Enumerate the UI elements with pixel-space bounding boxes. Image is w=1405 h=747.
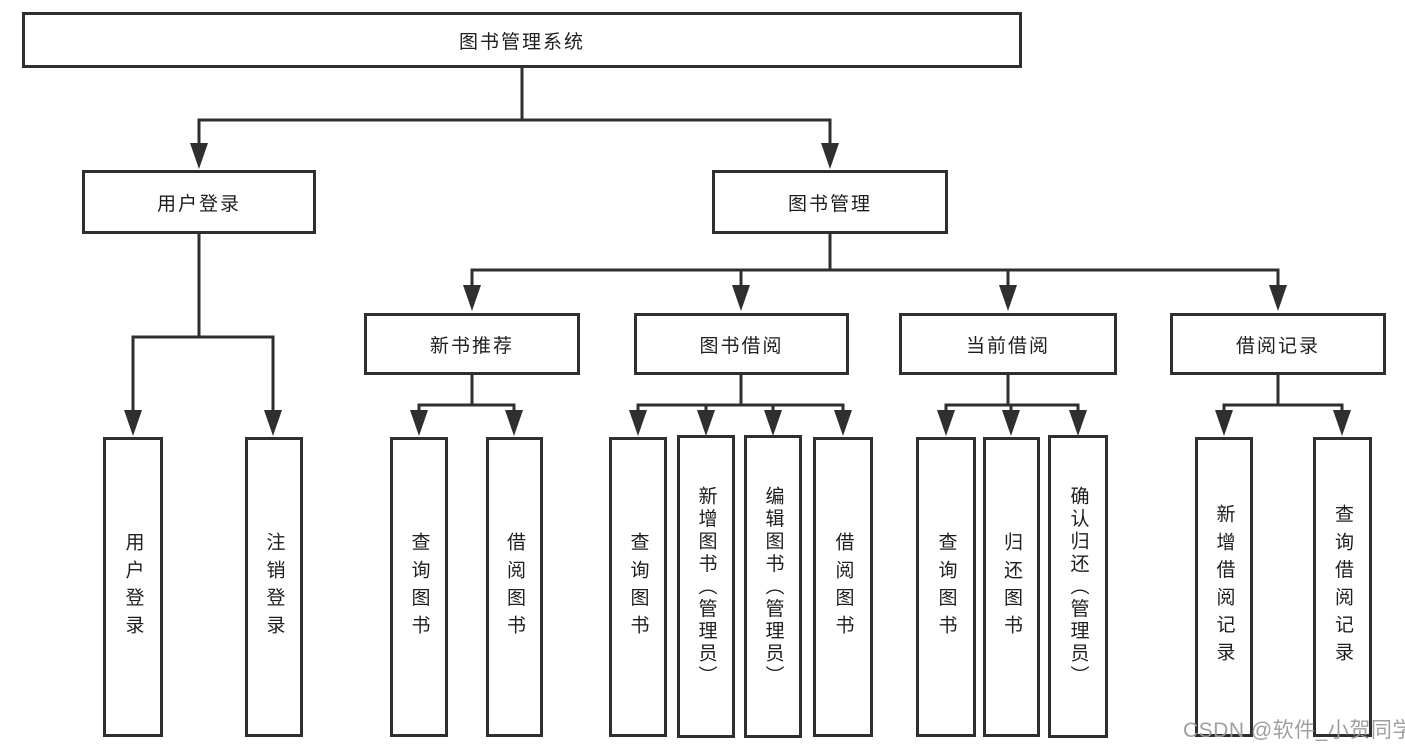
arrow-icon (1333, 410, 1351, 436)
node-leaf-return-books: 归还图书 (983, 437, 1040, 737)
node-borrow-records: 借阅记录 (1170, 313, 1386, 375)
arrow-icon (124, 410, 142, 436)
node-leaf-add-books-admin: 新增图书（管理员） (677, 435, 735, 738)
node-leaf-borrow-books: 借阅图书 (486, 437, 543, 737)
node-leaf-edit-books-admin: 编辑图书（管理员） (744, 435, 802, 738)
arrow-icon (410, 410, 428, 436)
arrow-icon (732, 285, 750, 311)
node-leaf-add-borrow-record: 新增借阅记录 (1195, 437, 1253, 737)
edge-borrowrec-branch (1222, 375, 1344, 420)
edge-curborrow-branch (944, 375, 1080, 420)
arrow-icon (629, 410, 647, 436)
node-library-management-system: 图书管理系统 (22, 12, 1022, 68)
edge-bookmgmt-branch (470, 234, 1280, 295)
node-leaf-query-books: 查询图书 (609, 437, 667, 737)
node-leaf-query-borrow-record: 查询借阅记录 (1313, 437, 1372, 737)
arrow-icon (1215, 410, 1233, 436)
arrow-icon (821, 143, 839, 169)
edge-newbookrec-branch (417, 375, 516, 420)
arrow-icon (1269, 285, 1287, 311)
arrow-icon (264, 410, 282, 436)
node-book-management: 图书管理 (712, 170, 948, 234)
node-leaf-borrow-books: 借阅图书 (813, 437, 873, 737)
arrow-icon (764, 410, 782, 436)
node-leaf-user-login: 用户登录 (103, 437, 163, 737)
arrow-icon (505, 410, 523, 436)
edge-root-stem (197, 67, 832, 152)
edge-bookborrow-branch (636, 375, 845, 420)
node-leaf-logout: 注销登录 (245, 437, 303, 737)
csdn-watermark: CSDN @软件_小贺同学 (1183, 719, 1405, 742)
arrow-icon (190, 143, 208, 169)
node-book-borrowing: 图书借阅 (634, 313, 849, 375)
arrow-icon (999, 285, 1017, 311)
arrow-icon (697, 410, 715, 436)
node-current-borrowing: 当前借阅 (899, 313, 1117, 375)
arrow-icon (463, 285, 481, 311)
arrow-icon (1002, 410, 1020, 436)
arrow-icon (1069, 410, 1087, 436)
node-leaf-query-books: 查询图书 (916, 437, 976, 737)
node-leaf-query-books: 查询图书 (390, 437, 448, 737)
node-new-book-recommend: 新书推荐 (364, 313, 580, 375)
edge-userlogin-branch (131, 234, 275, 420)
arrow-icon (834, 410, 852, 436)
node-leaf-confirm-return-admin: 确认归还（管理员） (1048, 435, 1108, 738)
node-user-login: 用户登录 (82, 170, 316, 234)
arrow-icon (937, 410, 955, 436)
